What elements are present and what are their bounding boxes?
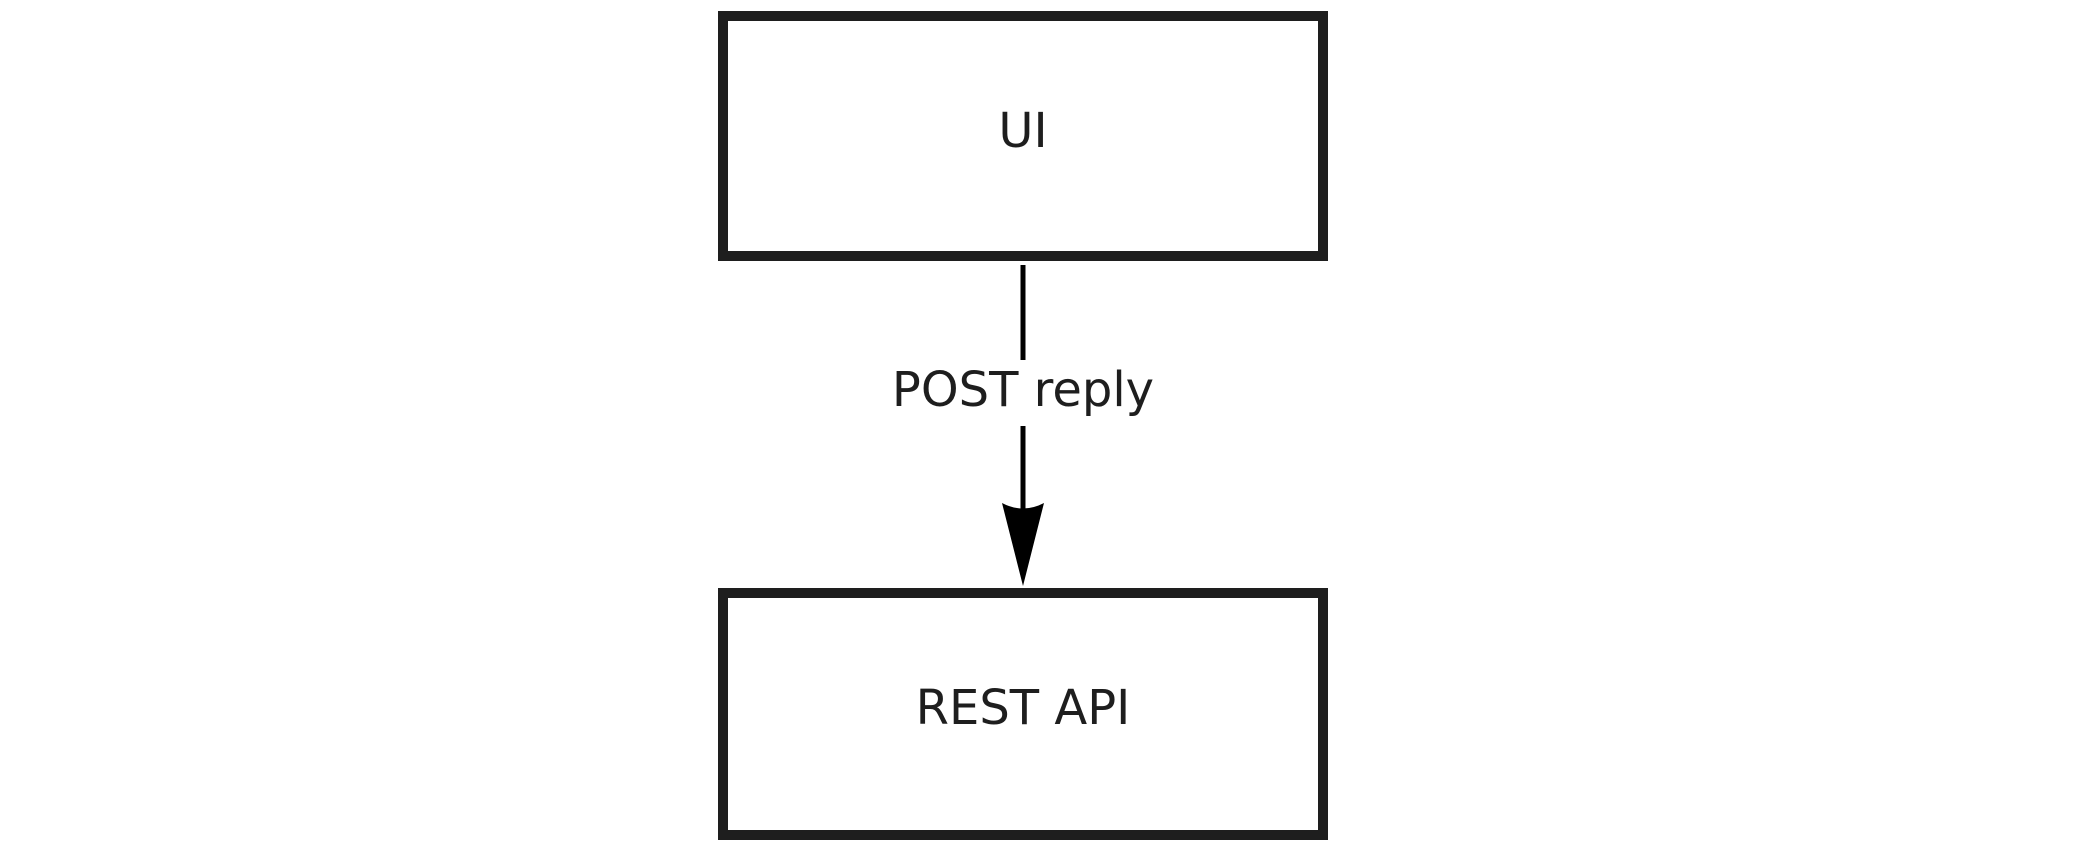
arrowhead-icon [1002, 503, 1044, 586]
post-reply-edge-label: POST reply [892, 362, 1154, 418]
ui-node[interactable]: UI [718, 11, 1328, 261]
rest-api-node-box [718, 588, 1328, 840]
ui-node-label: UI [998, 103, 1047, 159]
post-reply-edge: POST reply [892, 265, 1154, 586]
rest-api-node-label: REST API [916, 680, 1131, 736]
ui-node-box [718, 11, 1328, 261]
rest-api-node[interactable]: REST API [718, 588, 1328, 840]
